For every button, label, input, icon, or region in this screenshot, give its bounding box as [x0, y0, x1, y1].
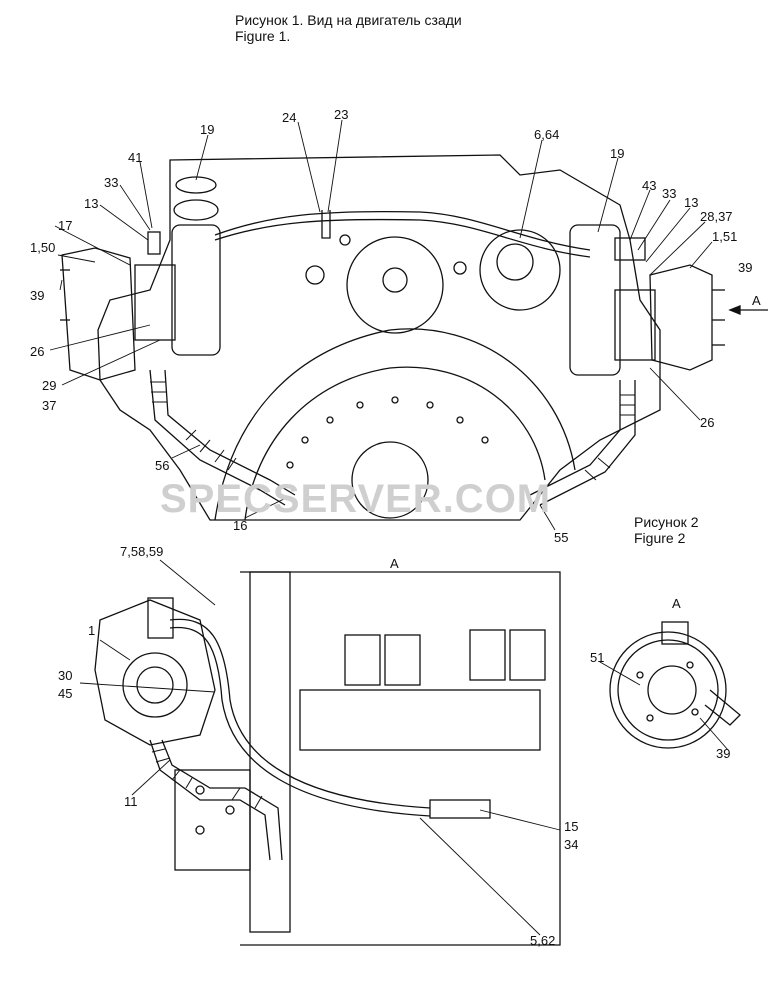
callout-26-left: 26 [30, 344, 44, 359]
figure2-title: Рисунок 2 Figure 2 [634, 514, 698, 546]
figure1-title-en: Figure 1. [235, 28, 291, 44]
callout-23: 23 [334, 107, 348, 122]
turbocharger-side [94, 597, 216, 746]
callout-39-inset: 39 [716, 746, 730, 761]
callout-34: 34 [564, 837, 578, 852]
engine-side-rail [249, 571, 291, 933]
inset-turbo-flange [609, 631, 727, 749]
injector-group [344, 629, 546, 686]
figure1-drawing [49, 119, 768, 531]
callout-33-right: 33 [662, 186, 676, 201]
callout-51: 51 [590, 650, 604, 665]
callout-55: 55 [554, 530, 568, 545]
turbocharger-right [569, 224, 725, 376]
oil-feed-pipe-side [169, 618, 431, 809]
callout-15: 15 [564, 819, 578, 834]
callout-30: 30 [58, 668, 72, 683]
figure2-inset-drawing [599, 621, 741, 751]
callout-6-64: 6,64 [534, 127, 559, 142]
view-label-a-main: A [390, 556, 399, 571]
callout-17: 17 [58, 218, 72, 233]
turbocharger-left [60, 176, 221, 381]
inset-fitting [661, 621, 689, 645]
gear-cover-right-hub [496, 243, 534, 281]
arrow-label-a: A [752, 293, 761, 308]
figure2-title-en: Figure 2 [634, 530, 686, 546]
callout-41: 41 [128, 150, 142, 165]
watermark: SPECSERVER.COM [160, 477, 551, 521]
callout-33-left: 33 [104, 175, 118, 190]
inset-turbo-bore [647, 665, 697, 715]
flywheel-rim [244, 366, 546, 521]
callout-19-left: 19 [200, 122, 214, 137]
engine-side-block [240, 571, 561, 946]
callout-43: 43 [642, 178, 656, 193]
callout-16: 16 [233, 518, 247, 533]
cylinder-head-row [299, 689, 541, 751]
engine-block-outline [97, 154, 661, 521]
oil-feed-tube [214, 210, 591, 251]
callout-1: 1 [88, 623, 95, 638]
gear-cover-center-hub [382, 267, 408, 293]
leader-lines-fig2 [79, 559, 561, 936]
callout-labels: 1,50 17 13 33 41 19 24 23 6,64 19 43 33 … [30, 107, 761, 948]
callout-45: 45 [58, 686, 72, 701]
figure2-title-ru: Рисунок 2 [634, 514, 699, 530]
callout-56: 56 [155, 458, 169, 473]
figure2-drawing [79, 559, 561, 946]
flywheel-housing [214, 328, 576, 521]
pipe-union-15 [429, 799, 491, 819]
callout-1-51: 1,51 [712, 229, 737, 244]
callout-28-37: 28,37 [700, 209, 733, 224]
callout-37: 37 [42, 398, 56, 413]
flywheel-hub [351, 441, 429, 519]
callout-7-58-59: 7,58,59 [120, 544, 163, 559]
callout-19-right: 19 [610, 146, 624, 161]
callout-5-62: 5,62 [530, 933, 555, 948]
drain-hose-side [149, 739, 271, 861]
leader-lines-fig1 [49, 119, 713, 531]
callout-24: 24 [282, 110, 296, 125]
callout-11: 11 [124, 794, 138, 809]
tube-bracket-23 [321, 210, 331, 239]
callout-39-right: 39 [738, 260, 752, 275]
flywheel-bolts [286, 396, 489, 469]
gear-cover-right [479, 229, 561, 311]
view-label-a-inset: A [672, 596, 681, 611]
figure1-title-ru: Рисунок 1. Вид на двигатель сзади [235, 12, 462, 28]
drain-hose-left [149, 369, 286, 506]
gear-cover-center [346, 236, 444, 334]
callout-29: 29 [42, 378, 56, 393]
mount-bracket [174, 769, 251, 871]
callout-39-left: 39 [30, 288, 44, 303]
callout-13-right: 13 [684, 195, 698, 210]
callout-13-left: 13 [84, 196, 98, 211]
figure1-title: Рисунок 1. Вид на двигатель сзади Figure… [235, 12, 462, 44]
callout-26-right: 26 [700, 415, 714, 430]
callout-1-50: 1,50 [30, 240, 55, 255]
